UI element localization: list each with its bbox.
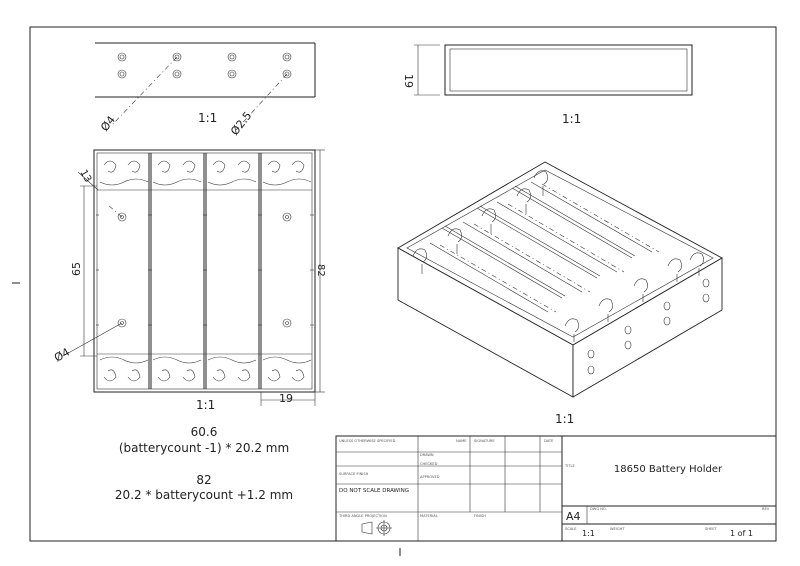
- tb-hdr-name: NAME: [456, 439, 467, 443]
- plan-view-scale: 1:1: [196, 398, 215, 412]
- tb-finish: FINISH: [474, 514, 486, 518]
- dim-plan-hole: Ø4: [52, 346, 72, 365]
- dim-plan-width-side: 82: [315, 264, 326, 277]
- isometric-view: 1:1: [397, 161, 723, 426]
- dim-plan-height: 65: [70, 262, 83, 276]
- tb-surface: SURFACE FINISH: [339, 472, 369, 476]
- tb-approved: APPROVED: [420, 475, 440, 479]
- top-view: Ø4 Ø2.5 1:1: [95, 42, 316, 138]
- tb-title: 18650 Battery Holder: [614, 464, 723, 475]
- dim-hole-large: Ø4: [98, 113, 118, 133]
- tb-scale: 1:1: [582, 529, 595, 538]
- tb-dwg-no-label: DWG NO.: [590, 507, 607, 511]
- tb-hdr-date: DATE: [544, 439, 554, 443]
- tb-angle: THIRD ANGLE PROJECTION: [338, 514, 387, 518]
- tb-drawn: DRAWN: [420, 453, 434, 457]
- tb-size: A4: [566, 510, 581, 523]
- tb-rev-label: REV: [762, 507, 770, 511]
- iso-side-holes: [587, 278, 710, 375]
- front-view-scale: 1:1: [562, 112, 581, 126]
- title-block: UNLESS OTHERWISE SPECIFIED NAME SIGNATUR…: [335, 435, 777, 542]
- tb-sheet-label: SHEET: [705, 527, 718, 531]
- formula-line2-expr: 20.2 * batterycount +1.2 mm: [115, 488, 293, 502]
- tb-material: MATERIAL: [420, 514, 438, 518]
- formula-line2-value: 82: [196, 473, 211, 487]
- dim-plan-gap: 19: [279, 392, 293, 405]
- formula-line1-expr: (batterycount -1) * 20.2 mm: [119, 441, 289, 455]
- front-view: 19 1:1: [402, 44, 693, 126]
- plan-view: 65 13 Ø4 82 19 1:1: [52, 149, 326, 412]
- formula-notes: 60.6 (batterycount -1) * 20.2 mm 82 20.2…: [115, 425, 293, 502]
- iso-contacts-right: [564, 252, 704, 342]
- plan-view-contacts-top: [99, 160, 312, 186]
- projection-symbol-icon: [361, 520, 392, 536]
- tb-title-label: TITLE: [564, 464, 575, 468]
- plan-view-contacts-bottom: [99, 356, 312, 382]
- tb-do-not-scale: DO NOT SCALE DRAWING: [339, 488, 409, 494]
- tb-checked: CHECKED: [420, 462, 438, 466]
- dim-front-height: 19: [402, 74, 415, 88]
- iso-contacts-left: [412, 170, 548, 274]
- dim-hole-small: Ø2.5: [228, 109, 254, 138]
- tb-scale-label: SCALE: [565, 527, 577, 531]
- top-view-holes: [117, 52, 292, 79]
- tb-unless: UNLESS OTHERWISE SPECIFIED: [339, 439, 396, 443]
- tb-sheet: 1 of 1: [730, 529, 753, 538]
- dim-plan-edge: 13: [77, 168, 93, 185]
- tb-weight-label: WEIGHT: [610, 527, 625, 531]
- iso-view-scale: 1:1: [555, 412, 574, 426]
- formula-line1-value: 60.6: [191, 425, 218, 439]
- tb-hdr-signature: SIGNATURE: [474, 439, 495, 443]
- plan-view-mounting-holes: [117, 212, 292, 328]
- top-view-scale: 1:1: [198, 111, 217, 125]
